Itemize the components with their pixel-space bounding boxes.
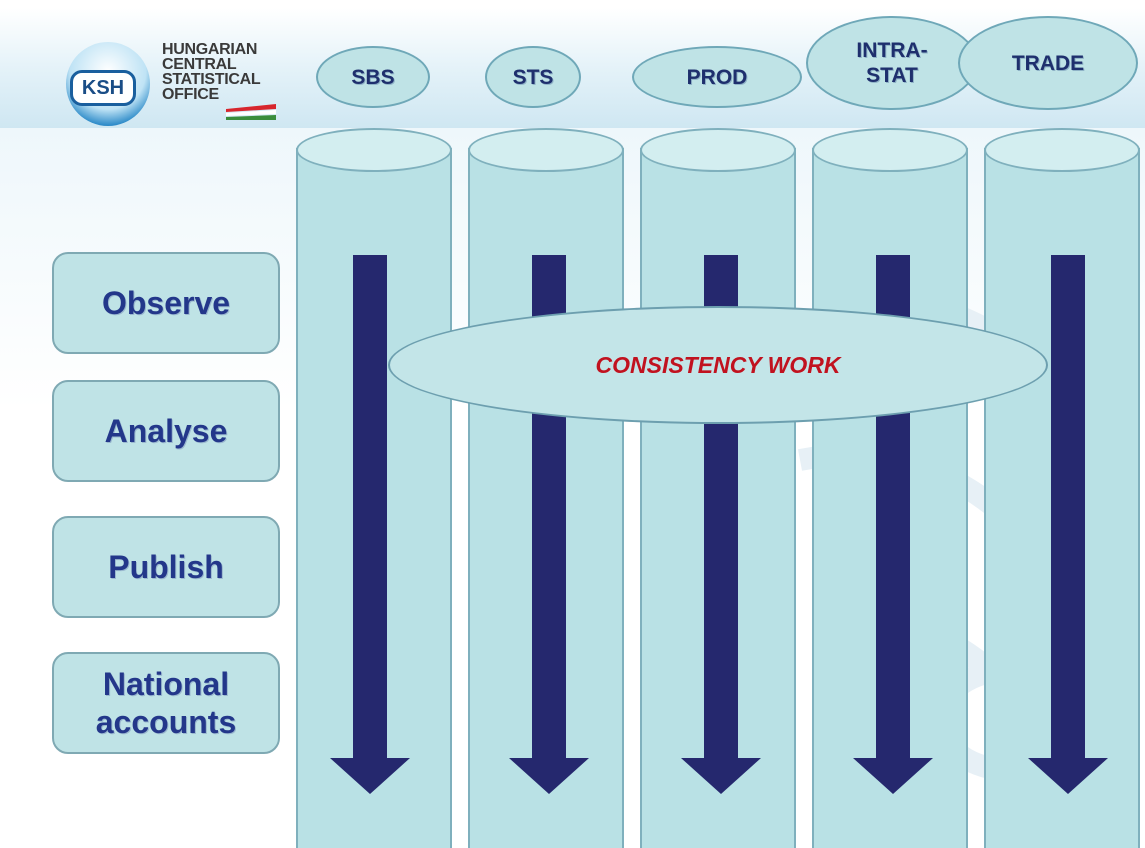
step-national-accounts: National accounts [52,652,280,754]
cylinder-top [640,128,796,172]
header-prod: PROD [632,46,802,108]
step-label: Publish [108,549,224,585]
cylinder-top [296,128,452,172]
consistency-work-label: CONSISTENCY WORK [595,351,841,378]
down-arrow-icon [1028,255,1108,794]
header-intrastat: INTRA- STAT [806,16,978,110]
down-arrow-icon [681,255,761,794]
logo-organization-name: HUNGARIAN CENTRAL STATISTICAL OFFICE [162,41,261,103]
step-analyse: Analyse [52,380,280,482]
header-label: SBS [351,65,395,89]
column-trade [984,128,1140,848]
header-label: INTRA- STAT [856,39,928,87]
column-sbs [296,128,452,848]
header-sts: STS [485,46,581,108]
column-sts [468,128,624,848]
column-prod [640,128,796,848]
cylinder-top [812,128,968,172]
consistency-work-ellipse: CONSISTENCY WORK [388,306,1048,424]
step-label: National accounts [95,666,237,740]
logo-abbreviation: KSH [70,70,136,106]
down-arrow-icon [853,255,933,794]
cylinder-top [984,128,1140,172]
step-label: Observe [101,285,231,321]
header-label: STS [512,65,554,89]
header-trade: TRADE [958,16,1138,110]
header-label: PROD [686,65,748,89]
cylinder-top [468,128,624,172]
step-observe: Observe [52,252,280,354]
down-arrow-icon [330,255,410,794]
down-arrow-icon [509,255,589,794]
step-publish: Publish [52,516,280,618]
header-label: TRADE [1011,51,1085,75]
step-label: Analyse [104,413,228,449]
flag-stripes-icon [226,104,276,120]
header-sbs: SBS [316,46,430,108]
ksh-logo: KSH HUNGARIAN CENTRAL STATISTICAL OFFICE [64,40,294,130]
column-intrastat [812,128,968,848]
